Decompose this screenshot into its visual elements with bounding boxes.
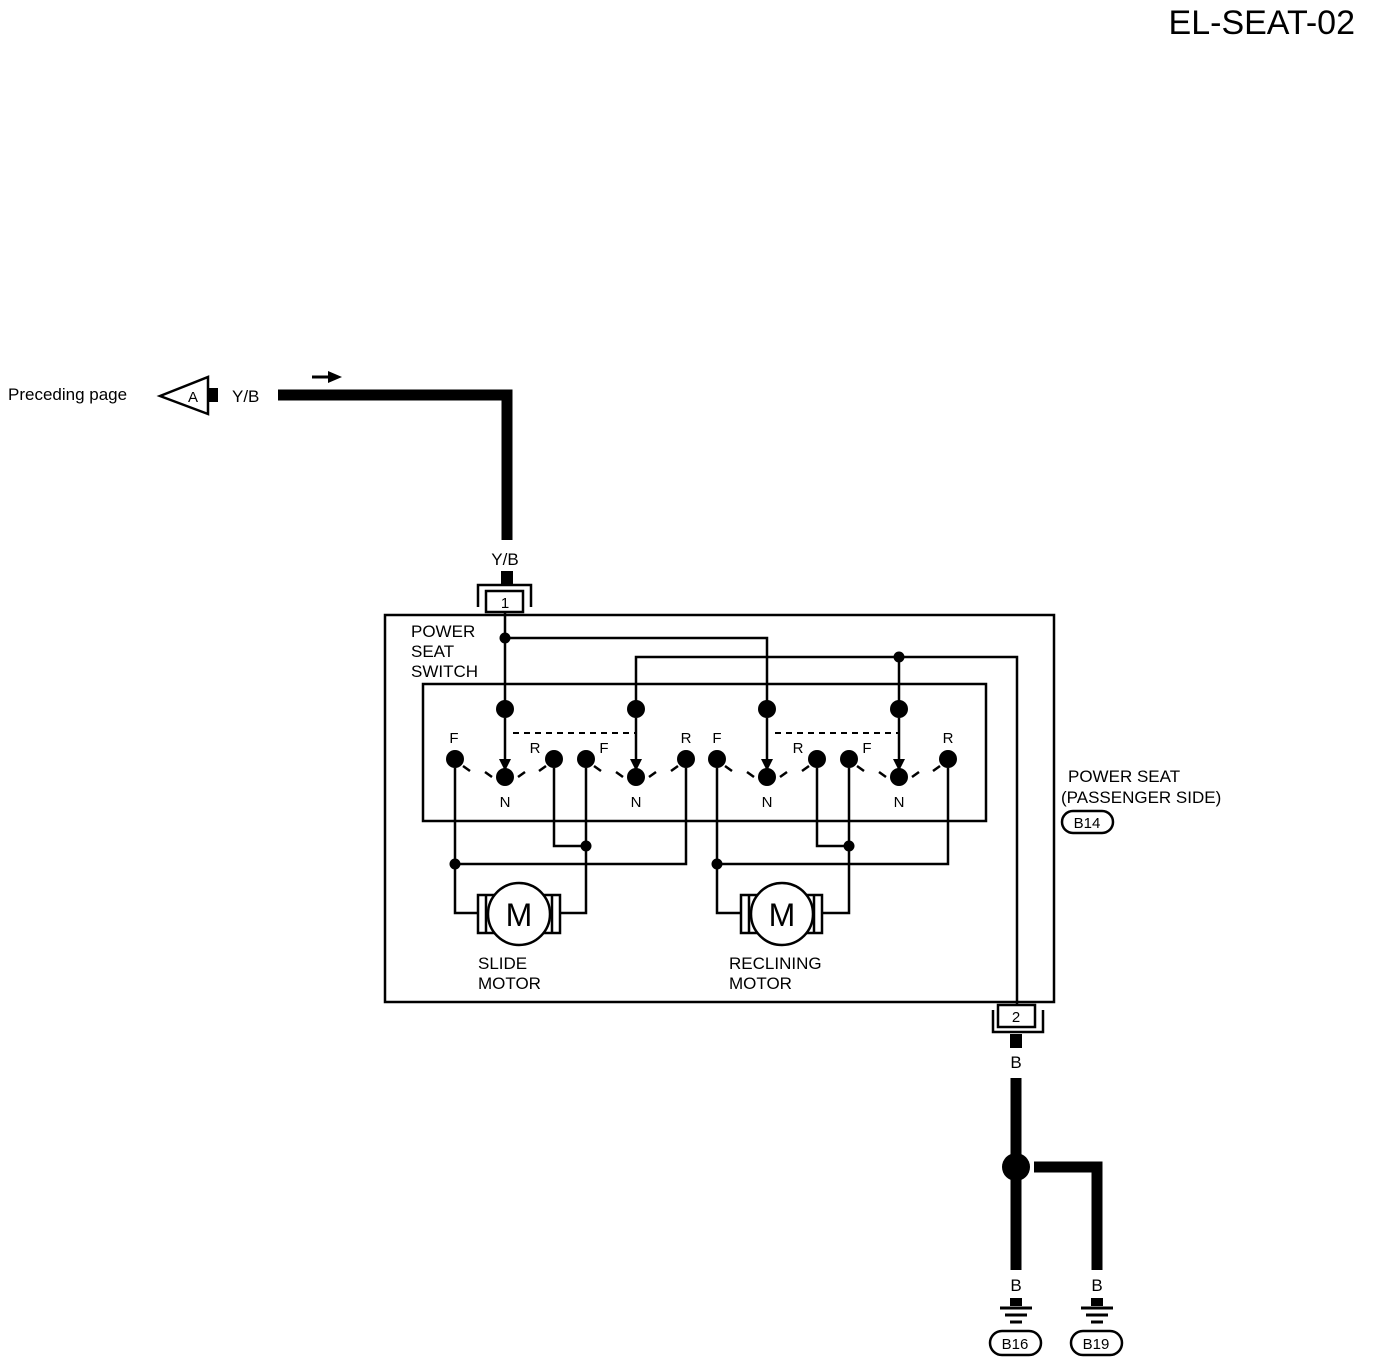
motor-icon (749, 881, 815, 947)
svg-text:1: 1 (501, 595, 509, 612)
power-seat-box (383, 613, 1056, 1004)
svg-text:F: F (449, 730, 458, 747)
internal-wiring (503, 612, 1019, 1007)
input-wire-color: Y/B (491, 550, 518, 569)
svg-text:N: N (762, 794, 773, 811)
switch-contact-1: F R N (446, 700, 563, 811)
svg-text:RECLINING: RECLINING (729, 954, 822, 973)
svg-text:SEAT: SEAT (411, 642, 454, 661)
svg-text:R: R (793, 740, 804, 757)
switch-contact-4: F R N (840, 700, 957, 811)
preceding-page-label: Preceding page (8, 385, 127, 404)
svg-text:2: 2 (1012, 1009, 1020, 1026)
connector-stub (208, 388, 218, 402)
connector-pin-1: 1 (476, 583, 533, 614)
svg-text:MOTOR: MOTOR (729, 974, 792, 993)
svg-text:B16: B16 (1002, 1336, 1029, 1353)
svg-text:N: N (500, 794, 511, 811)
switch-contact-3: F R N (708, 700, 826, 811)
reclining-motor: M RECLINING MOTOR (729, 881, 824, 993)
motor-wiring (453, 768, 950, 915)
svg-text:F: F (599, 740, 608, 757)
offpage-connector: Preceding page A Y/B (8, 375, 259, 416)
svg-text:SLIDE: SLIDE (478, 954, 527, 973)
page-id: EL-SEAT-02 (1169, 4, 1355, 42)
wire-yb (278, 389, 513, 540)
component-label: POWER SEAT (PASSENGER SIDE) B14 (1060, 767, 1221, 835)
ground-icon (1081, 1298, 1113, 1324)
svg-text:(PASSENGER SIDE): (PASSENGER SIDE) (1061, 788, 1221, 807)
pin1-stub (501, 571, 513, 585)
svg-text:B14: B14 (1074, 815, 1101, 832)
offpage-wire-color: Y/B (232, 387, 259, 406)
ground-wires: B B (1002, 1078, 1103, 1295)
offpage-connector-id: A (188, 389, 198, 406)
svg-text:N: N (894, 794, 905, 811)
junction (711, 858, 723, 870)
motor-icon (486, 881, 552, 947)
svg-text:B: B (1091, 1276, 1102, 1295)
switch-title: POWER SEAT SWITCH (411, 622, 478, 681)
ground-badge-b16: B16 (988, 1329, 1043, 1357)
svg-text:SWITCH: SWITCH (411, 662, 478, 681)
splice (1002, 1153, 1030, 1181)
svg-text:MOTOR: MOTOR (478, 974, 541, 993)
switch-box (421, 682, 988, 823)
junction (580, 840, 592, 852)
svg-text:POWER: POWER (411, 622, 475, 641)
switch-contacts: F R N F R N (446, 700, 957, 811)
ground-badge-b19: B19 (1069, 1329, 1124, 1357)
ground-icon (1000, 1298, 1032, 1324)
connector-badge (1060, 809, 1115, 835)
svg-text:POWER SEAT: POWER SEAT (1068, 767, 1180, 786)
junction (843, 840, 855, 852)
switch-contact-2: F R N (577, 700, 695, 811)
svg-text:B19: B19 (1083, 1336, 1110, 1353)
svg-text:R: R (943, 730, 954, 747)
svg-text:N: N (631, 794, 642, 811)
slide-motor: M SLIDE MOTOR (476, 881, 562, 993)
ground-wire-color: B (1010, 1053, 1021, 1072)
junction (449, 858, 461, 870)
svg-text:R: R (681, 730, 692, 747)
svg-text:B: B (1010, 1276, 1021, 1295)
svg-text:F: F (712, 730, 721, 747)
svg-text:M: M (506, 897, 533, 933)
connector-pin-2: 2 (991, 1003, 1045, 1034)
junction (893, 651, 905, 663)
offpage-arrow-icon (156, 375, 210, 416)
junction (499, 632, 511, 644)
svg-text:F: F (862, 740, 871, 757)
svg-text:M: M (769, 897, 796, 933)
pin2-stub (1010, 1034, 1022, 1048)
svg-text:R: R (530, 740, 541, 757)
current-direction-arrow-icon (312, 371, 342, 383)
